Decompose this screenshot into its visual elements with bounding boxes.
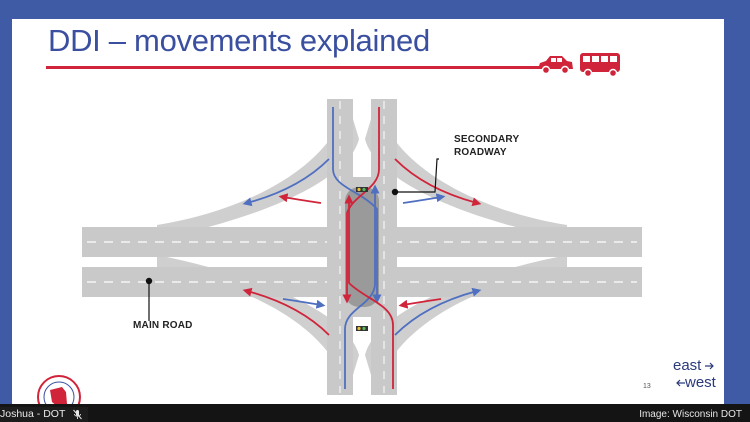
participant-name: Joshua - DOT bbox=[0, 408, 66, 420]
callout-main-road: MAIN ROAD bbox=[133, 320, 193, 331]
presentation-slide: DDI – movements explained bbox=[12, 19, 727, 419]
callout-leaders bbox=[145, 158, 439, 321]
bus-icon bbox=[580, 53, 620, 78]
traffic-signal-icon bbox=[356, 187, 368, 331]
title-underline bbox=[46, 66, 566, 69]
east-west-arrows-icon bbox=[676, 362, 714, 387]
meeting-bottom-bar bbox=[0, 404, 750, 422]
car-icon bbox=[538, 56, 573, 75]
brand-line2: west bbox=[685, 374, 716, 391]
mic-muted-icon[interactable] bbox=[73, 409, 82, 420]
callout-secondary-line1: SECONDARY bbox=[454, 134, 520, 145]
east-west-logo: east west bbox=[667, 357, 727, 397]
callout-secondary-roadway: SECONDARY ROADWAY bbox=[454, 133, 554, 159]
callout-secondary-line2: ROADWAY bbox=[454, 147, 507, 158]
secondary-roadway bbox=[327, 99, 397, 395]
ddi-interchange-diagram bbox=[82, 99, 642, 395]
page-number: 13 bbox=[643, 383, 651, 390]
participant-name-tag: Joshua - DOT bbox=[0, 407, 89, 422]
image-credit: Image: Wisconsin DOT bbox=[639, 409, 742, 420]
center-median bbox=[345, 187, 379, 307]
vehicle-icons bbox=[538, 53, 620, 78]
slide-title: DDI – movements explained bbox=[48, 23, 430, 58]
brand-line1: east bbox=[673, 357, 702, 374]
